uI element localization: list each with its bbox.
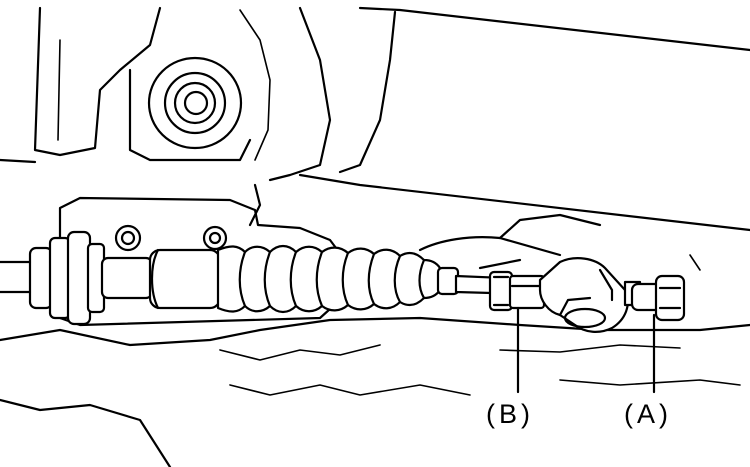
underbody-panel: [0, 254, 750, 467]
callout-label-b: (B): [486, 399, 534, 429]
boot-clamp: [148, 248, 222, 310]
leader-lines: [516, 306, 656, 394]
mount-bushing: [128, 56, 252, 162]
tie-rod-end-bolt: [623, 274, 686, 322]
callout-label-a: (A): [624, 399, 672, 429]
rubber-boot: [216, 244, 442, 314]
chassis-frame: [0, 6, 750, 232]
rack-end-flange: [0, 230, 154, 326]
knuckle-arm: [418, 213, 602, 270]
tie-rod-end: [538, 257, 629, 333]
lock-nut: [488, 270, 546, 312]
